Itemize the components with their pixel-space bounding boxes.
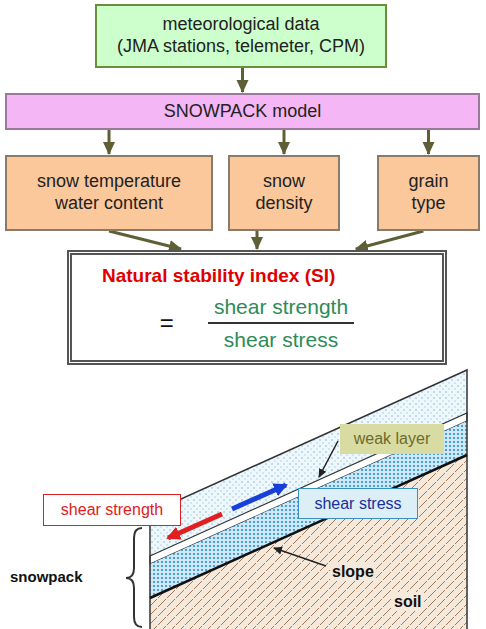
snowpack-brace xyxy=(126,528,142,627)
slope-leader xyxy=(274,548,326,566)
weak-layer-leader xyxy=(319,441,338,477)
box-text: shear stress xyxy=(314,494,401,513)
index-box: Natural stability index (SI) = shear stren… xyxy=(67,250,447,365)
slope-surface xyxy=(150,455,467,598)
flow-arrow xyxy=(356,231,424,249)
shear-stress-arrow xyxy=(232,485,286,509)
output-box: snow temperature water content xyxy=(5,155,213,231)
numerator: shear strength xyxy=(208,294,354,324)
formula-row: = shear strengthshear stress xyxy=(160,294,354,352)
flow-arrow xyxy=(241,68,244,92)
box-text: snow density xyxy=(242,171,326,214)
index-title: Natural stability index (SI) xyxy=(102,265,335,288)
flow-arrow xyxy=(109,231,181,249)
box-text: meteorological data xyxy=(162,14,319,36)
box-text: snow temperature water content xyxy=(23,171,195,214)
box-text: shear strength xyxy=(61,500,163,519)
box-text: (JMA stations, telemeter, CPM) xyxy=(117,36,365,58)
soil-ground xyxy=(150,455,467,629)
callout-box: shear stress xyxy=(298,488,418,519)
flow-arrow xyxy=(256,231,259,249)
flow-arrow xyxy=(427,130,430,154)
snowpack-label: snowpack xyxy=(8,568,85,586)
output-box: grain type xyxy=(377,155,480,231)
column-outline xyxy=(150,370,467,629)
callout-box: weak layer xyxy=(340,424,444,454)
callout-box: shear strength xyxy=(43,494,181,526)
denominator: shear stress xyxy=(224,324,338,352)
flow-arrow xyxy=(283,130,286,154)
data-box: meteorological data(JMA stations, teleme… xyxy=(95,4,387,68)
box-text: SNOWPACK model xyxy=(164,101,322,123)
box-text: weak layer xyxy=(354,429,430,448)
soil-label: soil xyxy=(392,592,424,611)
flow-arrow xyxy=(108,130,111,154)
slope-label: slope xyxy=(330,562,376,581)
fraction: shear strengthshear stress xyxy=(208,294,354,352)
model-box: SNOWPACK model xyxy=(5,93,480,130)
equals-sign: = xyxy=(160,309,174,338)
box-text: grain type xyxy=(398,171,460,214)
output-box: snow density xyxy=(228,155,340,231)
